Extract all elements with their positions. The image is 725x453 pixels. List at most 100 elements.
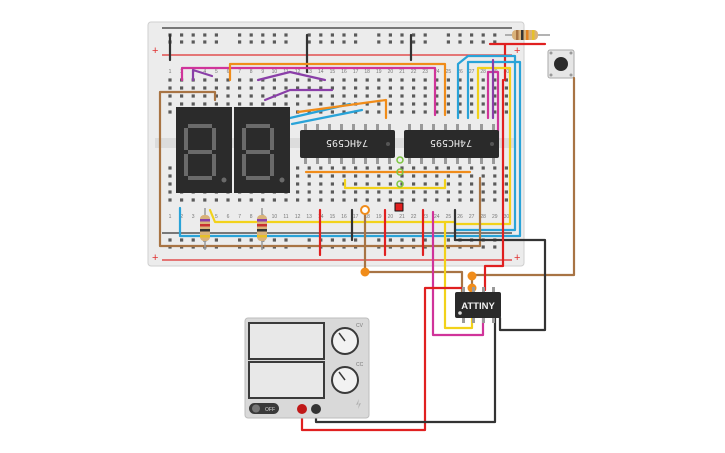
breadboard-hole[interactable] bbox=[435, 182, 439, 186]
breadboard-hole[interactable] bbox=[168, 78, 172, 82]
breadboard-hole[interactable] bbox=[203, 102, 207, 106]
breadboard-hole[interactable] bbox=[446, 190, 450, 194]
breadboard-hole[interactable] bbox=[226, 198, 230, 202]
breadboard-hole[interactable] bbox=[180, 94, 184, 98]
breadboard-hole[interactable] bbox=[238, 86, 242, 90]
breadboard-hole[interactable] bbox=[249, 86, 253, 90]
breadboard-hole[interactable] bbox=[203, 198, 207, 202]
breadboard-hole[interactable] bbox=[180, 86, 184, 90]
breadboard-hole[interactable] bbox=[446, 94, 450, 98]
breadboard-hole[interactable] bbox=[180, 198, 184, 202]
breadboard-hole[interactable] bbox=[377, 238, 381, 242]
breadboard-hole[interactable] bbox=[365, 78, 369, 82]
breadboard-hole[interactable] bbox=[354, 182, 358, 186]
breadboard-hole[interactable] bbox=[493, 110, 497, 114]
breadboard-hole[interactable] bbox=[319, 94, 323, 98]
breadboard-hole[interactable] bbox=[388, 238, 392, 242]
breadboard-hole[interactable] bbox=[214, 102, 218, 106]
breadboard-hole[interactable] bbox=[446, 40, 450, 44]
breadboard-hole[interactable] bbox=[307, 190, 311, 194]
breadboard-hole[interactable] bbox=[470, 198, 474, 202]
breadboard-hole[interactable] bbox=[446, 102, 450, 106]
breadboard-hole[interactable] bbox=[226, 78, 230, 82]
wire-brown-attiny[interactable] bbox=[363, 210, 464, 298]
breadboard-hole[interactable] bbox=[191, 86, 195, 90]
breadboard-hole[interactable] bbox=[191, 238, 195, 242]
breadboard-hole[interactable] bbox=[168, 110, 172, 114]
breadboard-hole[interactable] bbox=[284, 102, 288, 106]
breadboard-hole[interactable] bbox=[458, 94, 462, 98]
breadboard-hole[interactable] bbox=[400, 110, 404, 114]
breadboard-hole[interactable] bbox=[388, 94, 392, 98]
breadboard-hole[interactable] bbox=[180, 238, 184, 242]
wire-purple-left[interactable] bbox=[191, 68, 214, 82]
breadboard-hole[interactable] bbox=[481, 245, 485, 249]
breadboard-hole[interactable] bbox=[400, 174, 404, 178]
breadboard-hole[interactable] bbox=[435, 174, 439, 178]
breadboard-hole[interactable] bbox=[319, 102, 323, 106]
breadboard-wires[interactable] bbox=[158, 33, 547, 257]
breadboard-hole[interactable] bbox=[423, 102, 427, 106]
breadboard-hole[interactable] bbox=[330, 40, 334, 44]
breadboard-hole[interactable] bbox=[330, 174, 334, 178]
resistor-left[interactable] bbox=[200, 208, 210, 250]
breadboard-hole[interactable] bbox=[400, 238, 404, 242]
breadboard-hole[interactable] bbox=[191, 40, 195, 44]
breadboard-hole[interactable] bbox=[435, 94, 439, 98]
breadboard-hole[interactable] bbox=[365, 174, 369, 178]
wire-black-attiny[interactable] bbox=[453, 238, 547, 332]
breadboard-hole[interactable] bbox=[342, 94, 346, 98]
wire-endpoint-orange[interactable] bbox=[360, 205, 370, 215]
breadboard-hole[interactable] bbox=[249, 198, 253, 202]
breadboard-hole[interactable] bbox=[400, 86, 404, 90]
breadboard-hole[interactable] bbox=[342, 110, 346, 114]
breadboard-hole[interactable] bbox=[354, 94, 358, 98]
breadboard-hole[interactable] bbox=[168, 86, 172, 90]
breadboard-hole[interactable] bbox=[365, 166, 369, 170]
breadboard-hole[interactable] bbox=[435, 198, 439, 202]
breadboard-hole[interactable] bbox=[458, 86, 462, 90]
breadboard-hole[interactable] bbox=[446, 238, 450, 242]
breadboard-hole[interactable] bbox=[365, 102, 369, 106]
breadboard-hole[interactable] bbox=[423, 94, 427, 98]
breadboard-hole[interactable] bbox=[180, 102, 184, 106]
breadboard-hole[interactable] bbox=[377, 102, 381, 106]
breadboard-hole[interactable] bbox=[400, 182, 404, 186]
breadboard-hole[interactable] bbox=[168, 174, 172, 178]
breadboard-hole[interactable] bbox=[238, 102, 242, 106]
breadboard-hole[interactable] bbox=[470, 182, 474, 186]
breadboard-hole[interactable] bbox=[388, 78, 392, 82]
breadboard-hole[interactable] bbox=[412, 102, 416, 106]
breadboard-hole[interactable] bbox=[272, 33, 276, 37]
breadboard-hole[interactable] bbox=[388, 166, 392, 170]
wire-magenta-top[interactable] bbox=[180, 66, 437, 117]
breadboard-hole[interactable] bbox=[307, 94, 311, 98]
breadboard-hole[interactable] bbox=[319, 182, 323, 186]
breadboard-hole[interactable] bbox=[423, 78, 427, 82]
breadboard-hole[interactable] bbox=[412, 190, 416, 194]
breadboard-hole[interactable] bbox=[400, 40, 404, 44]
breadboard-hole[interactable] bbox=[307, 198, 311, 202]
breadboard-hole[interactable] bbox=[203, 40, 207, 44]
breadboard-hole[interactable] bbox=[493, 102, 497, 106]
breadboard-hole[interactable] bbox=[191, 102, 195, 106]
breadboard-hole[interactable] bbox=[214, 198, 218, 202]
breadboard-hole[interactable] bbox=[191, 33, 195, 37]
breadboard-hole[interactable] bbox=[342, 238, 346, 242]
breadboard-hole[interactable] bbox=[330, 238, 334, 242]
breadboard-hole[interactable] bbox=[412, 110, 416, 114]
breadboard-hole[interactable] bbox=[481, 94, 485, 98]
breadboard-hole[interactable] bbox=[493, 166, 497, 170]
breadboard-hole[interactable] bbox=[238, 33, 242, 37]
breadboard-hole[interactable] bbox=[354, 78, 358, 82]
breadboard-hole[interactable] bbox=[296, 102, 300, 106]
breadboard-hole[interactable] bbox=[423, 190, 427, 194]
breadboard-hole[interactable] bbox=[319, 198, 323, 202]
breadboard-hole[interactable] bbox=[168, 238, 172, 242]
wire-orange-top[interactable] bbox=[228, 62, 447, 117]
breadboard-hole[interactable] bbox=[388, 182, 392, 186]
breadboard-hole[interactable] bbox=[307, 238, 311, 242]
breadboard-hole[interactable] bbox=[342, 198, 346, 202]
breadboard-hole[interactable] bbox=[377, 86, 381, 90]
breadboard-hole[interactable] bbox=[493, 198, 497, 202]
